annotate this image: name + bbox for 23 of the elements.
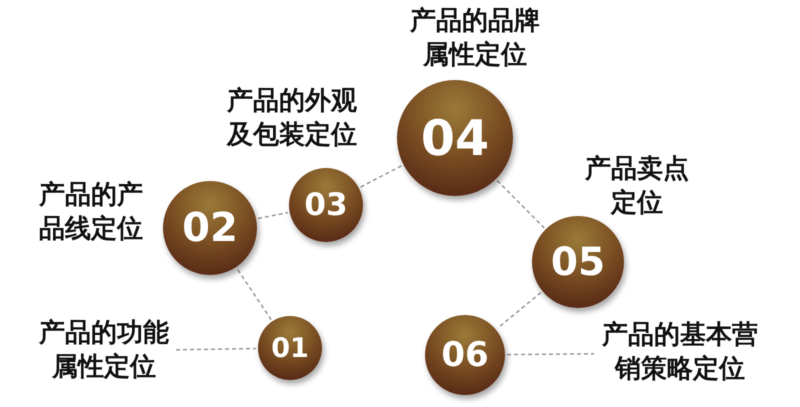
step-number: 04 bbox=[420, 114, 490, 162]
step-number: 02 bbox=[182, 208, 238, 248]
step-number: 05 bbox=[550, 242, 606, 282]
step-caption: 产品的功能属性定位 bbox=[34, 316, 174, 384]
step-number: 06 bbox=[441, 338, 489, 372]
step-caption: 产品卖点定位 bbox=[584, 153, 690, 220]
dashed-connector bbox=[507, 353, 594, 356]
step-caption: 产品的基本营销策略定位 bbox=[596, 318, 764, 386]
step-circle bbox=[289, 168, 363, 242]
dashed-connector bbox=[496, 292, 542, 329]
dashed-connector bbox=[258, 212, 288, 220]
dashed-connector bbox=[496, 180, 545, 228]
dashed-connector bbox=[176, 348, 256, 351]
step-caption: 产品的外观及包装定位 bbox=[225, 85, 358, 152]
step-caption: 产品的产品线定位 bbox=[38, 179, 144, 246]
step-caption: 产品的品牌属性定位 bbox=[408, 5, 541, 72]
step-circle bbox=[425, 315, 505, 395]
step-circle bbox=[258, 316, 322, 380]
step-number: 01 bbox=[271, 334, 309, 362]
step-circle bbox=[532, 216, 624, 308]
dashed-connector bbox=[236, 268, 272, 320]
dashed-connector bbox=[360, 164, 402, 188]
step-number: 03 bbox=[304, 190, 348, 220]
